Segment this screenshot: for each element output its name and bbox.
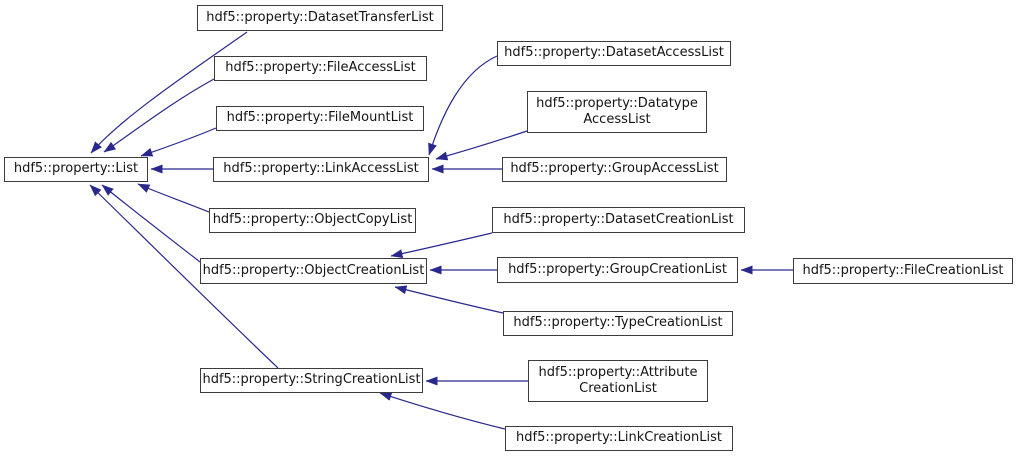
inheritance-arrow-object_copy-to-list bbox=[137, 183, 210, 213]
class-node-link-creation[interactable]: hdf5::property::LinkCreationList bbox=[505, 426, 733, 451]
class-node-group-access[interactable]: hdf5::property::GroupAccessList bbox=[502, 157, 727, 182]
inheritance-arrow-dataset_access-to-link_access bbox=[428, 55, 498, 156]
class-node-object-copy[interactable]: hdf5::property::ObjectCopyList bbox=[209, 208, 416, 233]
class-node-dataset-transfer[interactable]: hdf5::property::DatasetTransferList bbox=[197, 5, 443, 31]
inheritance-arrow-type_creation-to-object_creation bbox=[394, 285, 504, 314]
inheritance-arrow-dataset_creation-to-object_creation bbox=[390, 232, 493, 259]
inheritance-arrow-file_access-to-list bbox=[103, 78, 215, 153]
class-node-file-mount[interactable]: hdf5::property::FileMountList bbox=[216, 106, 424, 131]
class-node-file-creation[interactable]: hdf5::property::FileCreationList bbox=[793, 258, 1013, 284]
inheritance-arrow-datatype_access-to-link_access bbox=[435, 130, 528, 161]
class-node-string-creation[interactable]: hdf5::property::StringCreationList bbox=[200, 368, 423, 393]
inheritance-arrow-object_creation-to-list bbox=[101, 184, 201, 263]
class-node-dataset-creation[interactable]: hdf5::property::DatasetCreationList bbox=[492, 207, 745, 233]
class-node-datatype-access[interactable]: hdf5::property::Datatype AccessList bbox=[527, 91, 707, 133]
class-node-dataset-access[interactable]: hdf5::property::DatasetAccessList bbox=[497, 41, 731, 66]
class-node-list[interactable]: hdf5::property::List bbox=[4, 157, 148, 182]
class-node-attribute-creation[interactable]: hdf5::property::Attribute CreationList bbox=[528, 360, 708, 402]
inheritance-arrow-string_creation-to-list bbox=[89, 184, 279, 369]
inheritance-arrow-link_creation-to-string_creation bbox=[379, 392, 506, 430]
class-node-file-access[interactable]: hdf5::property::FileAccessList bbox=[214, 56, 427, 81]
inheritance-arrow-dataset_transfer-to-list bbox=[90, 31, 248, 154]
class-node-object-creation[interactable]: hdf5::property::ObjectCreationList bbox=[200, 258, 427, 284]
inheritance-arrow-file_mount-to-list bbox=[140, 127, 217, 157]
class-node-group-creation[interactable]: hdf5::property::GroupCreationList bbox=[497, 257, 738, 283]
class-node-link-access[interactable]: hdf5::property::LinkAccessList bbox=[213, 157, 429, 182]
class-node-type-creation[interactable]: hdf5::property::TypeCreationList bbox=[503, 311, 733, 336]
